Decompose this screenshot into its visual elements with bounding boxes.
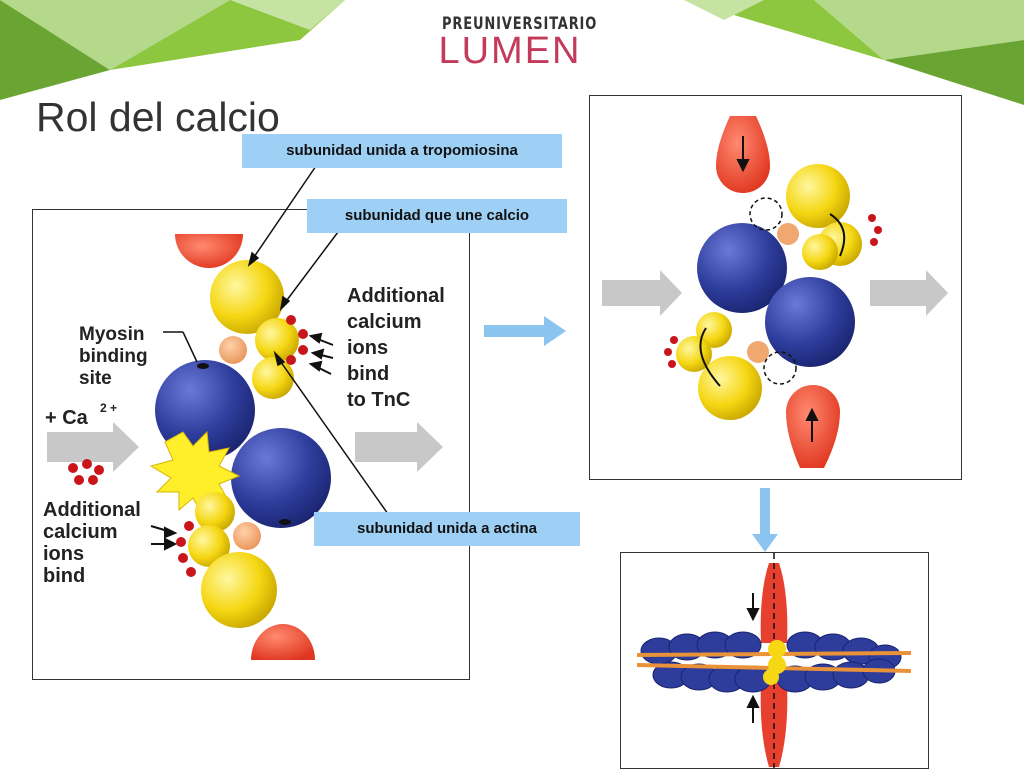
myosin-line-1: Myosin: [79, 324, 144, 345]
troponin-b: [698, 356, 762, 420]
header-decoration-right: [684, 0, 1024, 105]
troponin-lower-2: [188, 525, 230, 567]
svg-text:bind: bind: [43, 565, 85, 587]
troponin-upper-large: [210, 260, 284, 334]
svg-text:bind: bind: [347, 363, 389, 385]
calcium-ions-lower: [176, 521, 196, 577]
troponin-lower-large: [201, 552, 277, 628]
logo-top-text: PREUNIVERSITARIO: [442, 14, 598, 34]
tropomyosin-top: [175, 234, 243, 268]
svg-text:to TnC: to TnC: [347, 389, 410, 411]
troponin-lower-1: [195, 492, 235, 532]
troponin-a: [786, 164, 850, 228]
grey-arrow-right: [355, 422, 443, 472]
svg-text:Additional: Additional: [347, 285, 445, 307]
svg-text:Additional: Additional: [43, 499, 141, 521]
tropomyosin-bottom: [251, 624, 315, 660]
grey-arrow-left: [47, 422, 139, 472]
thin-filament-diagram: [636, 553, 912, 768]
actin-a: [697, 223, 787, 313]
logo-bottom-text: LUMEN: [438, 30, 582, 72]
svg-text:ions: ions: [43, 543, 84, 565]
lumen-logo: PREUNIVERSITARIO LUMEN: [430, 8, 598, 78]
label-tropomyosin-subunit: subunidad unida a tropomiosina: [242, 134, 562, 168]
orange-bead-upper: [219, 336, 247, 364]
svg-text:ions: ions: [347, 337, 388, 359]
orange-bead-lower: [233, 522, 261, 550]
rotated-troponin-diagram: [602, 116, 948, 468]
rotated-troponin-frame: [589, 95, 962, 480]
header-decoration-left: [0, 0, 345, 100]
troponin-diagram-frame: Myosin binding site + Ca 2 + Additional …: [32, 209, 470, 680]
additional-ions-bottom-label: Additional calcium ions bind: [43, 499, 141, 587]
svg-text:calcium: calcium: [347, 311, 421, 333]
actin-b: [765, 277, 855, 367]
free-calcium-ions: [68, 459, 104, 485]
thin-filament-frame: [620, 552, 929, 769]
calcium-superscript: 2 +: [100, 401, 117, 415]
troponin-diagram: Myosin binding site + Ca 2 + Additional …: [43, 234, 445, 660]
label-actin-subunit: subunidad unida a actina: [314, 512, 580, 546]
myosin-binding-site-label: Myosin binding site: [79, 324, 148, 389]
page-title: Rol del calcio: [36, 94, 280, 140]
myosin-line-2: binding: [79, 346, 148, 367]
blue-arrow-right: [484, 316, 566, 346]
calcium-plus-label: + Ca: [45, 407, 89, 429]
blue-arrow-down: [752, 488, 778, 552]
grey-arrow-right-2: [870, 270, 948, 316]
troponin-upper-mid: [255, 318, 299, 362]
grey-arrow-left-2: [602, 270, 682, 316]
additional-ions-top-label: Additional calcium ions bind to TnC: [347, 285, 445, 411]
label-calcium-subunit: subunidad que une calcio: [307, 199, 567, 233]
svg-text:calcium: calcium: [43, 521, 117, 543]
myosin-line-3: site: [79, 368, 112, 389]
